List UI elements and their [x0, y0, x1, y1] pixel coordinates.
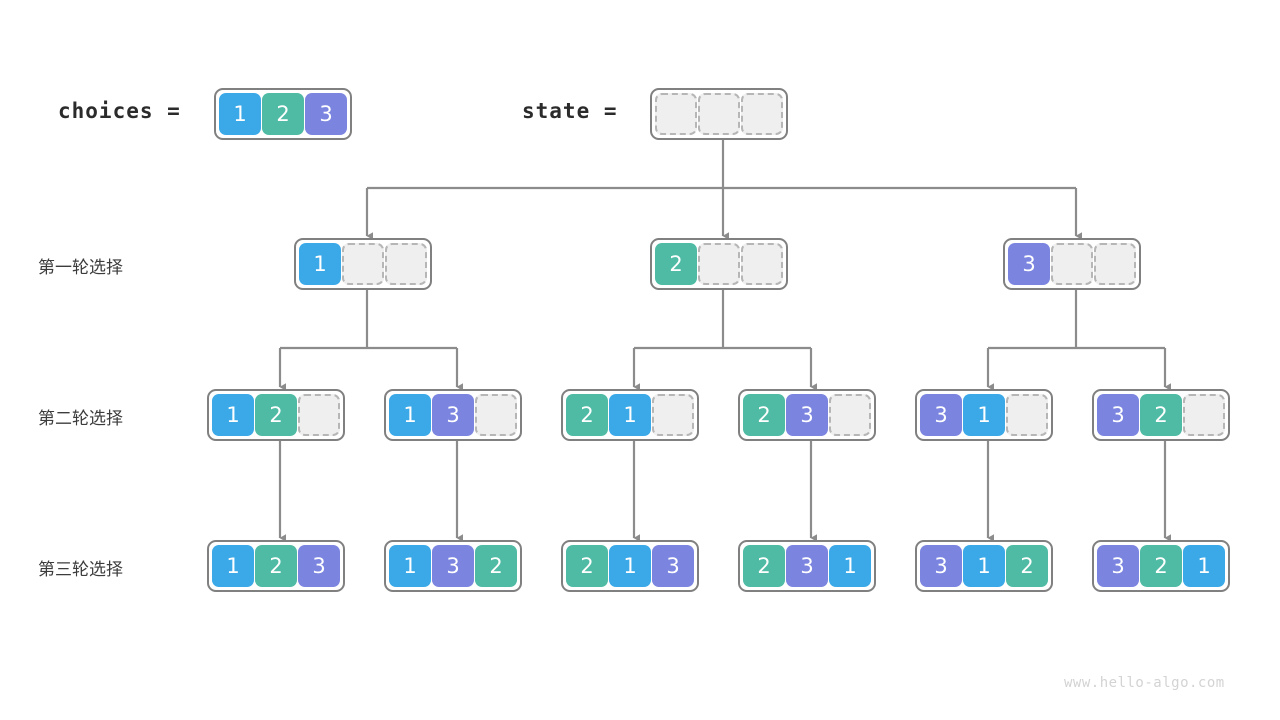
- array-cell-value: 3: [432, 545, 474, 587]
- array-cell-value: 3: [1097, 545, 1139, 587]
- array-cell-value: 1: [389, 545, 431, 587]
- level-1-node-2: 2: [650, 238, 788, 290]
- array-cell-value: 2: [1140, 394, 1182, 436]
- array-cell-empty: [298, 394, 340, 436]
- array-cell-value: 2: [655, 243, 697, 285]
- array-cell-value: 2: [743, 545, 785, 587]
- array-cell-value: 1: [1183, 545, 1225, 587]
- level-1-node-3: 3: [1003, 238, 1141, 290]
- state-array: [650, 88, 788, 140]
- array-cell-value: 3: [920, 545, 962, 587]
- array-cell-value: 3: [652, 545, 694, 587]
- array-cell-value: 3: [298, 545, 340, 587]
- array-cell-empty: [698, 243, 740, 285]
- array-cell-value: 1: [299, 243, 341, 285]
- array-cell-value: 1: [609, 394, 651, 436]
- array-cell-value: 2: [255, 394, 297, 436]
- array-cell-value: 2: [475, 545, 517, 587]
- array-cell-empty: [741, 243, 783, 285]
- array-cell-value: 2: [743, 394, 785, 436]
- array-cell-value: 3: [786, 394, 828, 436]
- array-cell-empty: [385, 243, 427, 285]
- array-cell-value: 2: [566, 394, 608, 436]
- array-cell-empty: [1006, 394, 1048, 436]
- array-cell-value: 1: [609, 545, 651, 587]
- array-cell-empty: [655, 93, 697, 135]
- row-label-round-1: 第一轮选择: [38, 258, 123, 277]
- array-cell-empty: [652, 394, 694, 436]
- array-cell-value: 3: [305, 93, 347, 135]
- array-cell-value: 2: [1140, 545, 1182, 587]
- array-cell-value: 1: [963, 545, 1005, 587]
- array-cell-value: 2: [1006, 545, 1048, 587]
- array-cell-value: 3: [1097, 394, 1139, 436]
- level-1-node-1: 1: [294, 238, 432, 290]
- array-cell-value: 2: [255, 545, 297, 587]
- watermark: www.hello-algo.com: [1064, 675, 1225, 691]
- array-cell-empty: [1051, 243, 1093, 285]
- array-cell-empty: [342, 243, 384, 285]
- row-label-round-2: 第二轮选择: [38, 409, 123, 428]
- array-cell-value: 3: [432, 394, 474, 436]
- array-cell-value: 3: [786, 545, 828, 587]
- state-label: state =: [522, 99, 618, 123]
- array-cell-empty: [741, 93, 783, 135]
- array-cell-value: 1: [219, 93, 261, 135]
- array-cell-empty: [1094, 243, 1136, 285]
- array-cell-value: 2: [566, 545, 608, 587]
- array-cell-value: 1: [963, 394, 1005, 436]
- row-label-round-3: 第三轮选择: [38, 560, 123, 579]
- array-cell-empty: [1183, 394, 1225, 436]
- choices-label: choices =: [58, 99, 181, 123]
- array-cell-value: 3: [1008, 243, 1050, 285]
- array-cell-value: 2: [262, 93, 304, 135]
- array-cell-empty: [698, 93, 740, 135]
- array-cell-value: 3: [920, 394, 962, 436]
- array-cell-empty: [475, 394, 517, 436]
- array-cell-value: 1: [829, 545, 871, 587]
- array-cell-empty: [829, 394, 871, 436]
- array-cell-value: 1: [389, 394, 431, 436]
- array-cell-value: 1: [212, 394, 254, 436]
- array-cell-value: 1: [212, 545, 254, 587]
